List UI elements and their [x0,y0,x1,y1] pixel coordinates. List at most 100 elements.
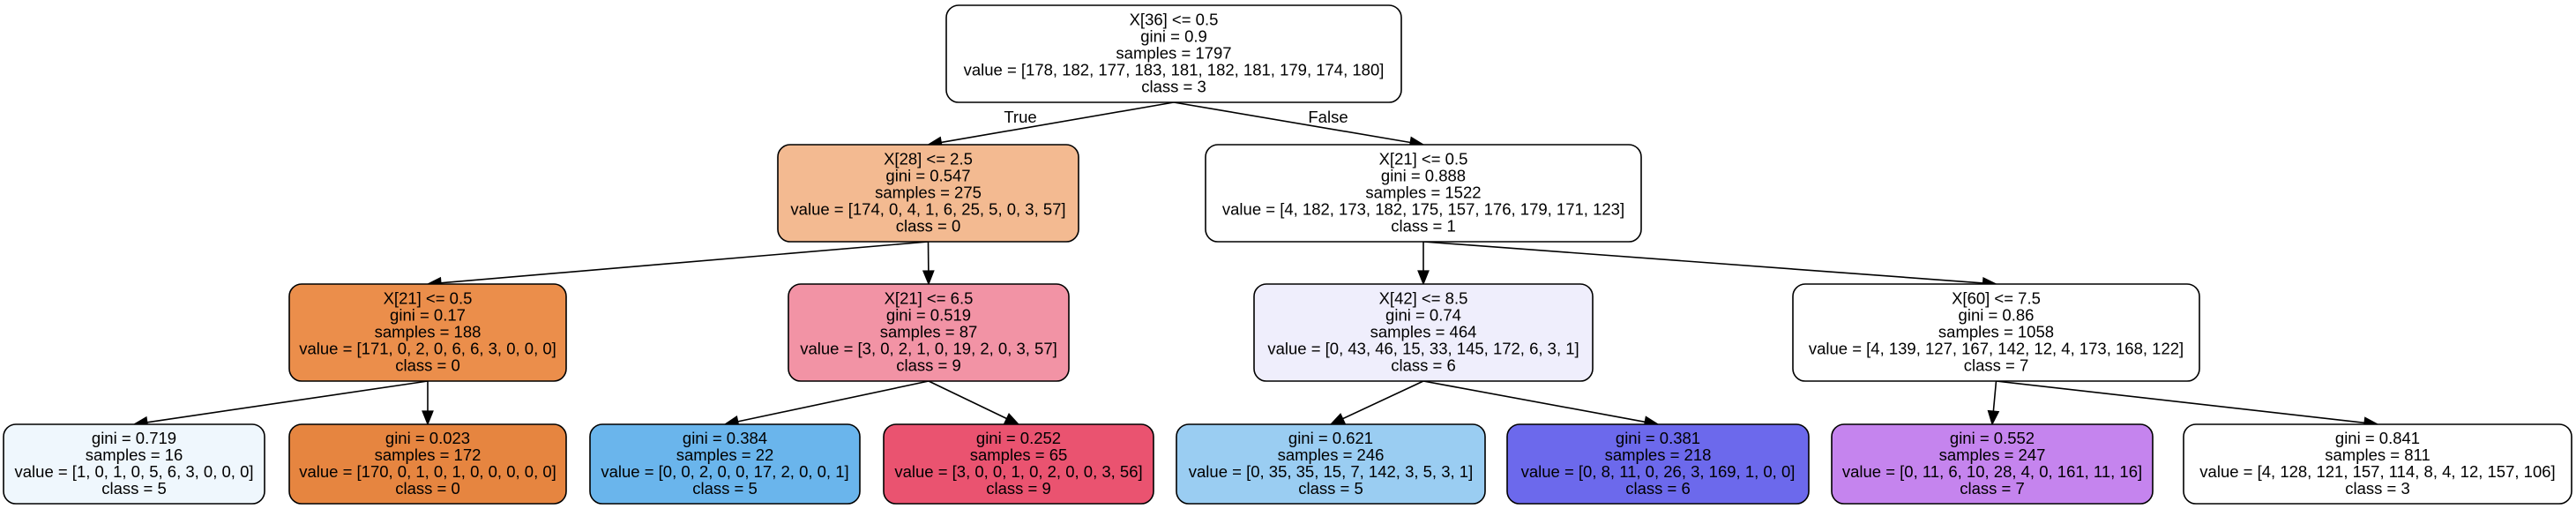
node-line: gini = 0.519 [886,306,971,325]
node-line: samples = 22 [676,445,774,464]
node-line: samples = 246 [1278,445,1385,464]
node-line: X[21] <= 0.5 [1379,150,1468,168]
edge-line [1422,380,1646,423]
edge-n5-n11 [1329,380,1424,425]
node-line: X[36] <= 0.5 [1130,11,1219,29]
edge-n4-n9 [723,380,930,428]
node-line: value = [0, 0, 2, 0, 0, 17, 2, 0, 0, 1] [601,462,848,481]
edge-line [1342,380,1424,420]
node-line: value = [174, 0, 4, 1, 6, 25, 5, 0, 3, 5… [790,200,1065,219]
node-line: gini = 0.384 [683,429,767,447]
node-box [3,423,265,505]
edge-line [1996,380,2365,424]
node-box [777,144,1079,243]
node-line: gini = 0.547 [885,167,970,185]
node-line: value = [0, 11, 6, 10, 28, 4, 0, 161, 11… [1842,462,2142,481]
node-line: X[42] <= 8.5 [1379,289,1468,308]
node-line: gini = 0.552 [1950,429,2035,447]
node-line: gini = 0.381 [1616,429,1700,447]
node-line: gini = 0.888 [1381,167,1466,185]
node-line: samples = 218 [1605,445,1712,464]
node-line: class = 5 [101,479,167,498]
node-line: gini = 0.621 [1288,429,1373,447]
node-line: class = 0 [395,479,460,498]
edge-n2-n6 [1422,241,1998,289]
node-line: samples = 1058 [1938,323,2054,341]
node-box [2183,423,2572,505]
arrowhead-icon [1329,413,1347,425]
node-line: samples = 65 [970,445,1068,464]
node-line: samples = 1797 [1116,44,1231,63]
edge-line [146,380,429,423]
node-box [883,423,1154,505]
node-line: gini = 0.841 [2335,429,2420,447]
edge-line [928,380,1007,420]
node-line: value = [3, 0, 0, 1, 0, 2, 0, 0, 3, 56] [894,462,1142,481]
node-line: gini = 0.17 [390,306,466,325]
arrowhead-icon [422,410,434,426]
node-line: value = [0, 43, 46, 15, 33, 145, 172, 6,… [1267,340,1579,358]
node-line: gini = 0.9 [1140,27,1207,46]
node-line: gini = 0.74 [1385,306,1461,325]
node-line: class = 9 [896,356,961,375]
node-line: class = 5 [692,479,758,498]
node-box [1176,423,1486,505]
edge-n4-n10 [928,380,1020,425]
node-line: gini = 0.719 [92,429,176,447]
node-line: value = [4, 128, 121, 157, 114, 8, 4, 12… [2199,462,2555,481]
edge-n6-n14 [1996,380,2379,430]
edge-n2-n5 [1417,242,1430,286]
node-line: class = 1 [1391,217,1456,236]
edge-line [941,101,1175,144]
node-box [288,283,567,382]
node-line: samples = 1522 [1365,183,1481,202]
arrowhead-icon [1987,409,2000,426]
node-line: class = 0 [395,356,460,375]
node-line: class = 6 [1625,479,1691,498]
arrowhead-icon [1003,413,1020,425]
node-line: gini = 0.86 [1959,306,2035,325]
edge-n3-n8 [422,381,434,426]
node-line: value = [0, 35, 35, 15, 7, 142, 3, 5, 3,… [1189,462,1473,481]
node-line: value = [3, 0, 2, 1, 0, 19, 2, 0, 3, 57] [800,340,1057,358]
node-line: samples = 275 [875,183,982,202]
edge-line [1422,241,1983,284]
node-line: value = [178, 182, 177, 183, 181, 182, 1… [964,61,1385,79]
node-line: value = [4, 182, 173, 182, 175, 157, 176… [1222,200,1624,219]
node-line: class = 0 [896,217,961,236]
node-line: class = 7 [1960,479,2025,498]
node-line: samples = 464 [1370,323,1477,341]
edge-n1-n3 [426,241,929,289]
edge-n1-n4 [922,241,935,286]
edge-n0-n1: True [926,101,1175,149]
node-line: samples = 16 [86,445,183,464]
edge-n3-n7 [132,380,429,429]
node-line: gini = 0.023 [385,429,470,447]
edge-line [440,241,929,284]
arrowhead-icon [922,270,935,286]
node-line: class = 5 [1298,479,1363,498]
node-line: class = 3 [1141,78,1206,96]
node-line: samples = 87 [880,323,978,341]
edge-n0-n2: False [1173,101,1425,149]
node-line: X[21] <= 0.5 [384,289,473,308]
node-box [1253,283,1594,382]
node-line: value = [4, 139, 127, 167, 142, 12, 4, 1… [1809,340,2184,358]
node-box [1506,423,1810,505]
node-box [945,4,1402,103]
node-line: class = 9 [986,479,1051,498]
